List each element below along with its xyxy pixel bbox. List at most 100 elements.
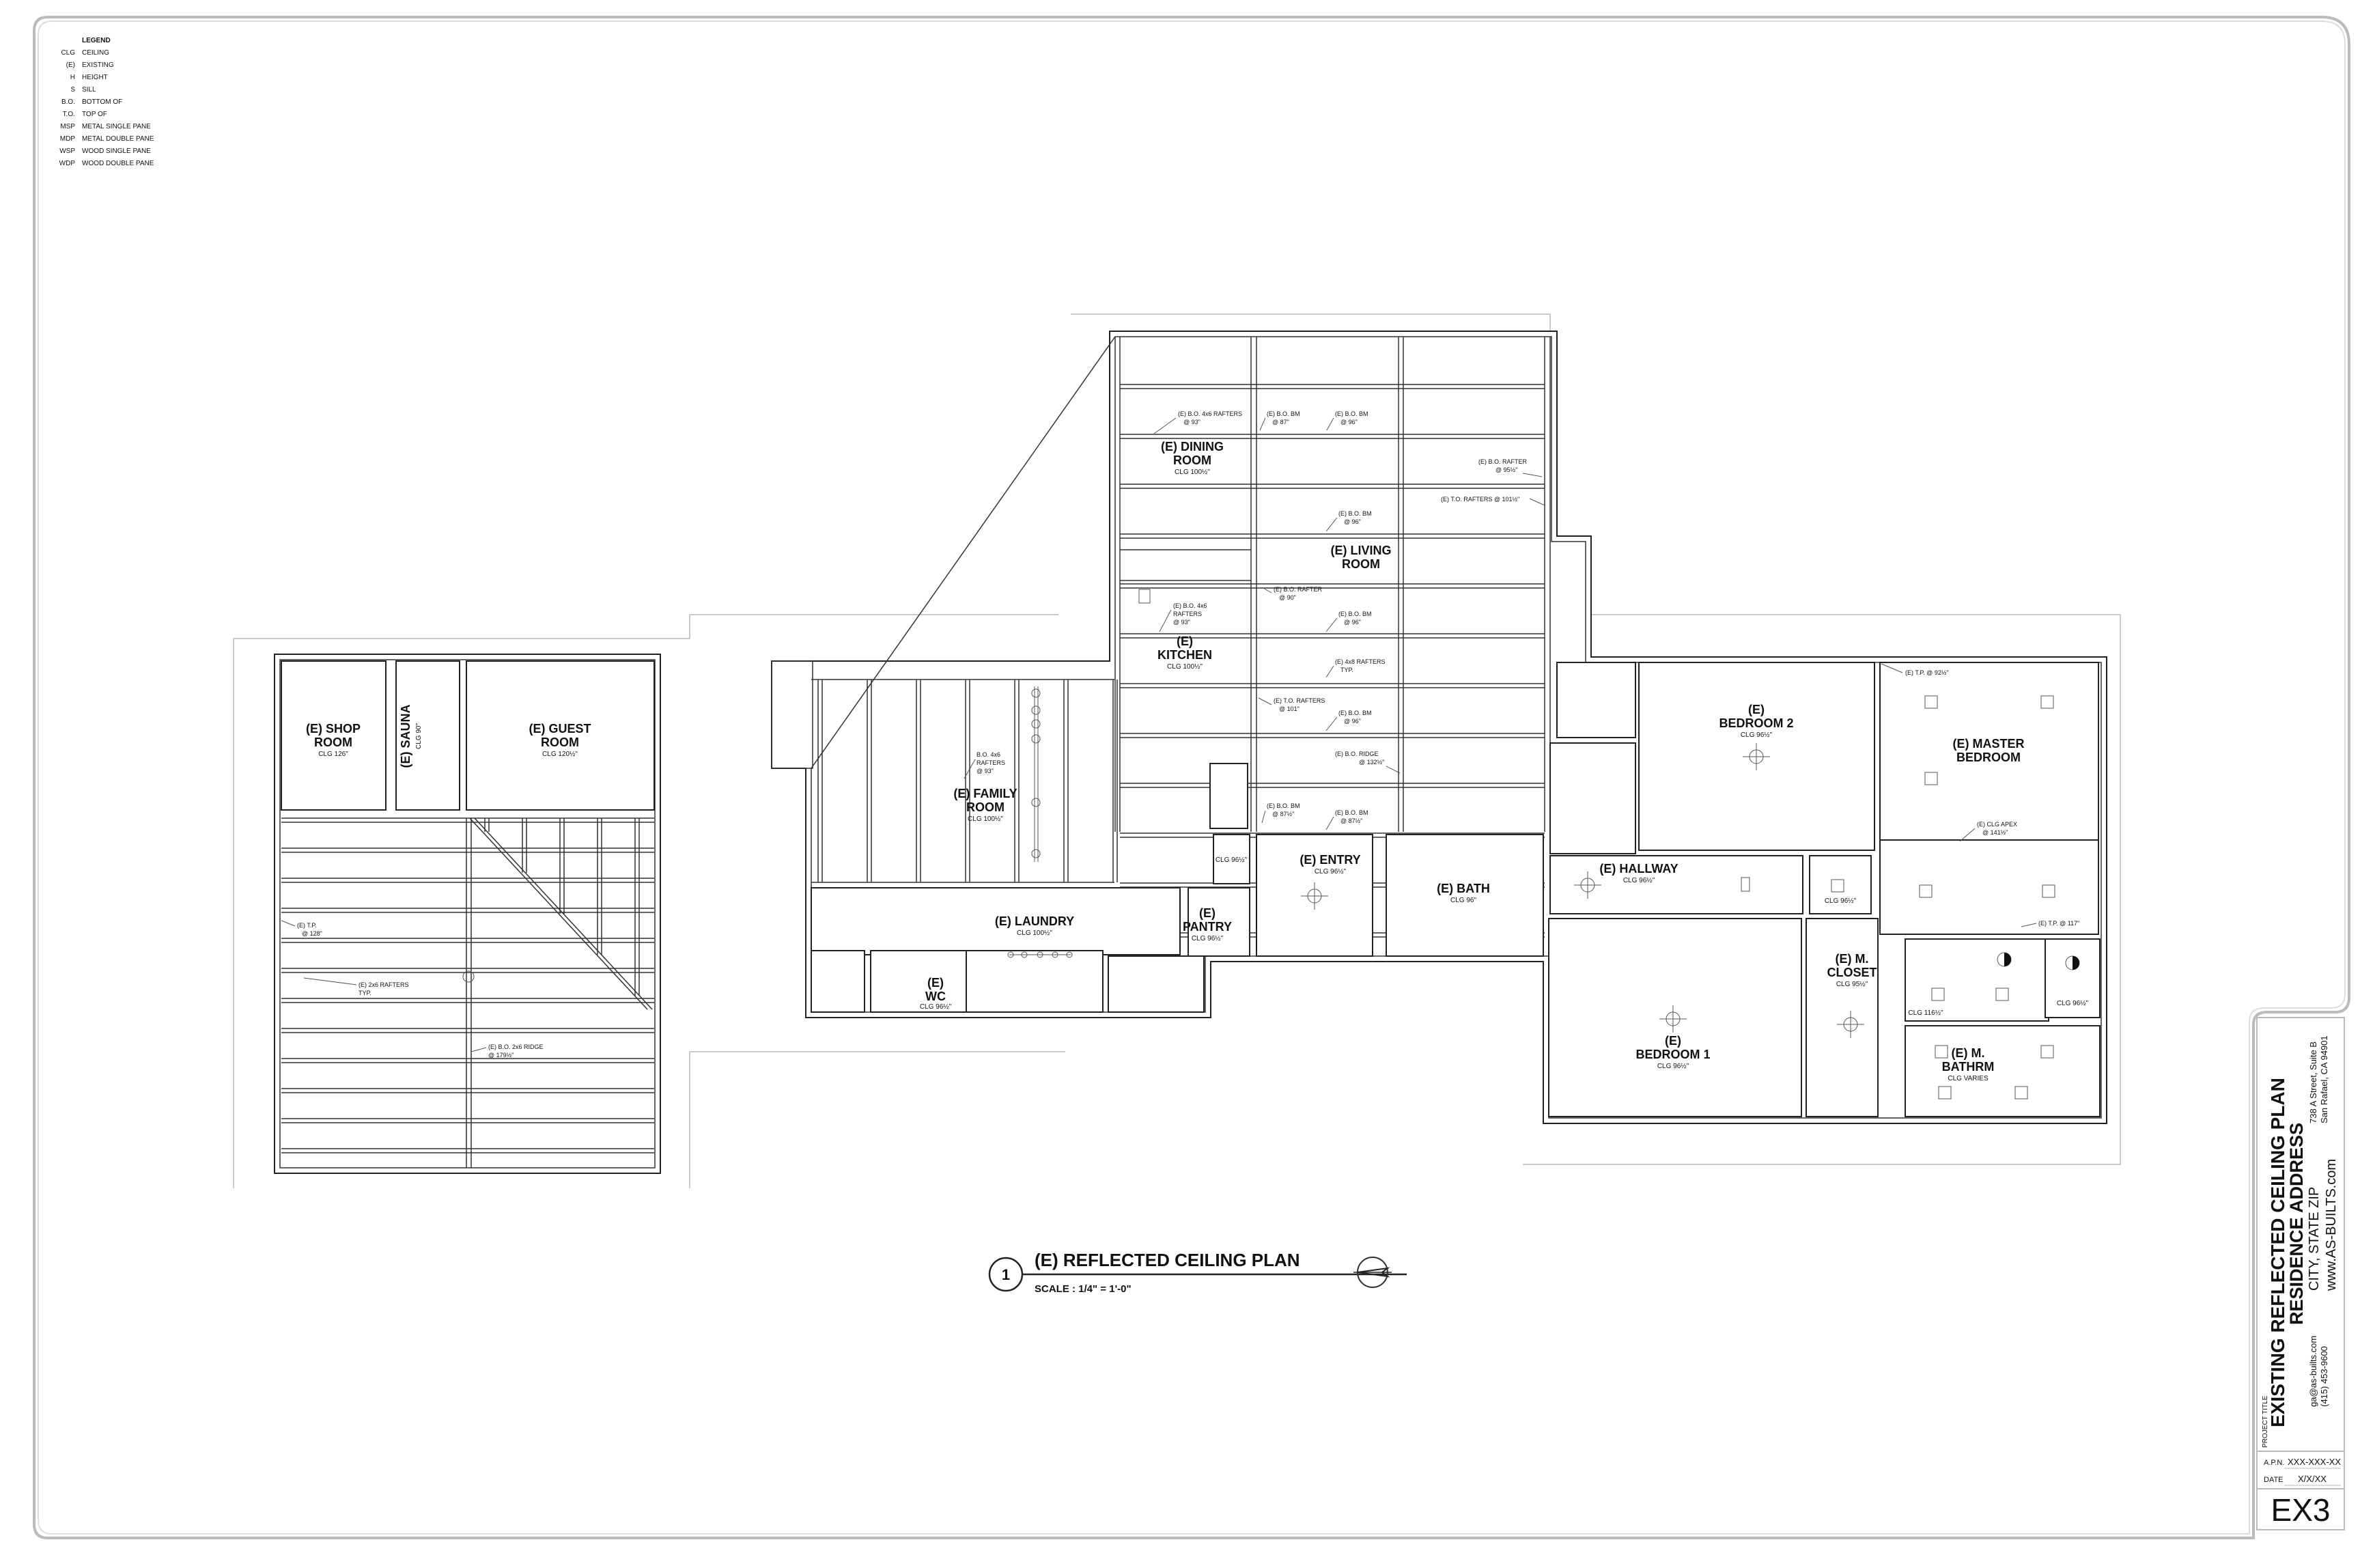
recessed-light-icon [1995,988,2009,1001]
title-block: EXISTING REFLECTED CEILING PLAN RESIDENC… [2256,1017,2345,1530]
svg-text:@ 90": @ 90" [1279,594,1296,601]
smoke-detector-icon [1741,877,1750,892]
shop-room-label: (E) SHOP [306,722,361,736]
svg-text:CLG 100½": CLG 100½" [1175,468,1210,476]
family-room-rafters [811,679,1118,883]
master-closet-label: (E) M. [1836,952,1869,966]
residence-address: RESIDENCE ADDRESS [2286,1123,2307,1325]
master-bedroom-lower [1879,839,2099,935]
svg-text:CLG VARIES: CLG VARIES [1948,1075,1989,1082]
svg-text:CLG 96½": CLG 96½" [1216,856,1248,864]
legend-text: CEILING [82,49,109,57]
svg-text:CLG 96½": CLG 96½" [1741,731,1773,739]
svg-text:(E) B.O. BM: (E) B.O. BM [1335,410,1368,417]
svg-text:CLG 96½": CLG 96½" [2057,1000,2089,1007]
svg-text:(E) 2x6 RAFTERS: (E) 2x6 RAFTERS [359,981,409,988]
svg-text:CLG 100½": CLG 100½" [1167,663,1203,671]
svg-text:(E) T.P. @ 92½": (E) T.P. @ 92½" [1905,669,1949,676]
hall-closet-top [1549,742,1636,854]
svg-text:(E) B.O. BM: (E) B.O. BM [1267,410,1300,417]
svg-text:CLG 96½": CLG 96½" [1825,897,1857,905]
svg-text:@ 93": @ 93" [977,768,994,774]
svg-text:RAFTERS: RAFTERS [1173,611,1202,617]
exhaust-fan-icon-2 [2065,955,2080,970]
recessed-light-icon [1938,1086,1952,1100]
recessed-light-icon [2014,1086,2028,1100]
legend-abbr: B.O. [61,98,75,106]
wc-room [870,950,981,1013]
recessed-light-icon [1924,772,1938,785]
svg-text:(E) T.P.: (E) T.P. [297,922,317,929]
hall-closet [1809,855,1872,914]
svg-text:WC: WC [925,990,946,1003]
svg-text:@ 128": @ 128" [302,930,322,937]
legend-abbr: WDP [59,160,76,167]
guest-room-label: (E) GUEST [529,722,591,736]
recessed-light-icon [1931,988,1945,1001]
shop-room [281,660,387,811]
svg-text:ROOM: ROOM [1342,557,1380,571]
legend-abbr: CLG [61,49,75,57]
phone: (415) 453-9600 [2319,1346,2329,1407]
north-arrow-icon [1353,1257,1392,1288]
svg-text:@ 101": @ 101" [1279,705,1300,712]
legend-text: WOOD SINGLE PANE [82,148,151,155]
svg-text:BEDROOM: BEDROOM [1956,751,2021,764]
svg-text:CLG 96½": CLG 96½" [1315,868,1347,876]
left-building: (E) SHOP ROOM CLG 126" (E) SAUNA CLG 90"… [233,614,1065,1188]
left-rafters [281,817,654,1153]
entry-light-icon [1301,882,1328,910]
hall-closet-light-icon [1831,879,1844,893]
svg-text:(E) B.O. RAFTER: (E) B.O. RAFTER [1478,458,1528,465]
recessed-light-icon [2040,695,2054,709]
legend-text: WOOD DOUBLE PANE [82,160,154,167]
svg-text:BEDROOM 1: BEDROOM 1 [1635,1048,1710,1061]
svg-text:BATHRM: BATHRM [1942,1060,1995,1074]
legend-abbr: T.O. [63,111,75,118]
svg-text:(E) B.O. RIDGE: (E) B.O. RIDGE [1335,751,1379,757]
svg-text:B.O. 4x6: B.O. 4x6 [977,751,1000,758]
svg-text:(E) B.O. BM: (E) B.O. BM [1338,510,1372,517]
svg-text:@ 87": @ 87" [1272,419,1289,425]
master-bedroom [1879,662,2099,841]
svg-text:TYP.: TYP. [359,990,371,996]
svg-text:@ 96": @ 96" [1344,518,1361,525]
svg-text:(E) T.O. RAFTERS @ 101½": (E) T.O. RAFTERS @ 101½" [1441,496,1519,503]
website: www.AS-BUILTS.com [2324,1159,2339,1291]
svg-text:(E) CLG APEX: (E) CLG APEX [1977,821,2017,828]
entry-label: (E) ENTRY [1300,853,1360,867]
date-label: DATE [2264,1476,2284,1484]
project-label: PROJECT TITLE [2262,1395,2269,1448]
bath-label: (E) BATH [1437,882,1490,895]
svg-text:ROOM: ROOM [1173,453,1211,467]
legend-text: METAL DOUBLE PANE [82,135,154,143]
plan-title: 1 (E) REFLECTED CEILING PLAN SCALE : 1/4… [988,1250,1407,1295]
legend-abbr: (E) [66,61,75,69]
svg-text:KITCHEN: KITCHEN [1157,648,1212,662]
sheet-title: EXISTING REFLECTED CEILING PLAN [2267,1078,2288,1427]
small-closet [1213,834,1250,884]
closet-light-icon [1837,1011,1864,1038]
ridge-post-icon [462,970,475,983]
svg-text:@ 141½": @ 141½" [1982,829,2008,836]
office-city: San Rafael, CA 94901 [2319,1035,2329,1123]
svg-text:(E) T.P. @ 117": (E) T.P. @ 117" [2038,920,2079,927]
svg-text:(E) 4x8 RAFTERS: (E) 4x8 RAFTERS [1335,658,1386,665]
city-state-zip: CITY, STATE ZIP [2307,1187,2322,1291]
sheet-number: EX3 [2271,1492,2331,1528]
recessed-light-icon [2042,884,2055,898]
laundry-light-fixture [1007,951,1073,958]
master-bath-b [2045,938,2101,1018]
recessed-light-icon [1924,695,1938,709]
bedroom2-light-icon [1743,743,1770,770]
svg-text:CLG 120½": CLG 120½" [542,751,578,758]
svg-text:CLG 90": CLG 90" [415,723,423,749]
svg-text:@ 93": @ 93" [1173,619,1190,626]
svg-text:(E) B.O. 4x6: (E) B.O. 4x6 [1173,602,1207,609]
legend-text: EXISTING [82,61,114,69]
master-closet [1806,918,1879,1117]
laundry-room-lower [966,950,1104,1013]
kitchen-label: (E) [1177,634,1193,648]
laundry-label: (E) LAUNDRY [995,914,1074,928]
sheet-border-inner [38,20,2346,1535]
